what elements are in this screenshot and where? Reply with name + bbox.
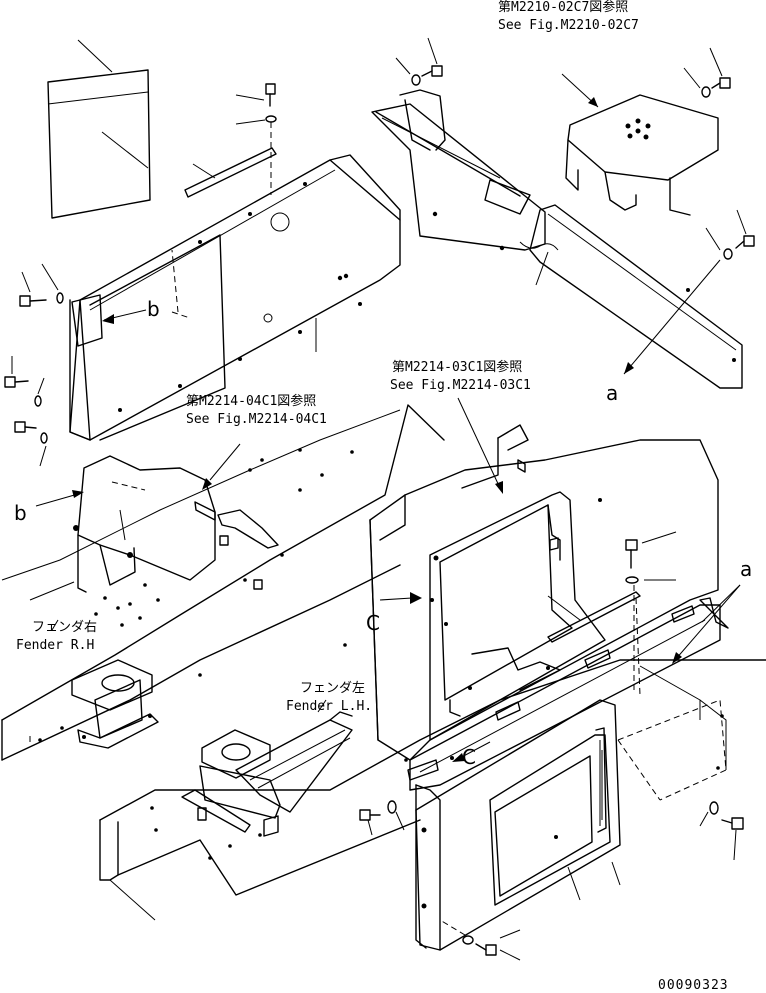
marker-b-upper: b	[147, 297, 160, 321]
marker-c-left: C	[366, 611, 380, 635]
right-rear-plate	[519, 204, 743, 389]
ref-04c1-en: See Fig.M2214-04C1	[186, 412, 327, 427]
bolts-lower	[359, 800, 744, 961]
floor-lower	[99, 659, 766, 921]
fender-lh-jp: フェンダ左	[300, 681, 365, 696]
rear-panel	[371, 89, 546, 251]
ref-c7-jp: 第M2210-02C7図参照	[498, 0, 628, 15]
upper-strip	[184, 147, 277, 198]
decal-sheet	[47, 39, 151, 219]
side-rail	[407, 597, 729, 791]
fender-lh-en: Fender L.H.	[286, 699, 372, 714]
ref-c7-en: See Fig.M2210-02C7	[498, 18, 639, 33]
top-cover	[561, 73, 719, 216]
ref-label-04c1: 第M2214-04C1図参照 See Fig.M2214-04C1	[186, 393, 327, 427]
marker-c-lower: C	[462, 745, 476, 769]
floor-frame	[1, 404, 445, 762]
marker-a-upper: a	[606, 381, 618, 405]
fender-rh-jp: フェンダ右	[32, 620, 97, 635]
ref-03c1-jp: 第M2214-03C1図参照	[392, 359, 522, 375]
ref-label-c7: 第M2210-02C7図参照 See Fig.M2210-02C7	[498, 0, 639, 33]
bolts-upper-right	[395, 37, 755, 375]
fender-lh-label: フェンダ左 Fender L.H.	[286, 681, 372, 714]
mount-pedestal	[71, 659, 159, 749]
marker-a-lower: a	[740, 557, 752, 581]
fender-rh-label: フェンダ右 Fender R.H	[16, 620, 97, 653]
bolt-upper-center	[235, 83, 277, 195]
ref-04c1-jp: 第M2214-04C1図参照	[186, 393, 316, 409]
marker-b-lower: b	[14, 501, 27, 525]
ref-label-03c1: 第M2214-03C1図参照 See Fig.M2214-03C1	[390, 359, 531, 393]
fender-lh	[199, 711, 353, 837]
cab-strip	[547, 585, 641, 696]
marker-arrows	[29, 249, 741, 762]
ref-03c1-en: See Fig.M2214-03C1	[390, 378, 531, 393]
dashed-cover	[617, 665, 727, 801]
door-panel	[415, 699, 621, 951]
bolts-left-column	[4, 263, 64, 467]
upper-left-side-panel	[69, 154, 401, 441]
bolt-on-cab	[625, 531, 677, 584]
document-number: 00090323	[658, 978, 729, 993]
floor-holes	[38, 448, 408, 762]
fender-rh	[35, 443, 241, 593]
fender-rh-en: Fender R.H	[16, 638, 94, 653]
